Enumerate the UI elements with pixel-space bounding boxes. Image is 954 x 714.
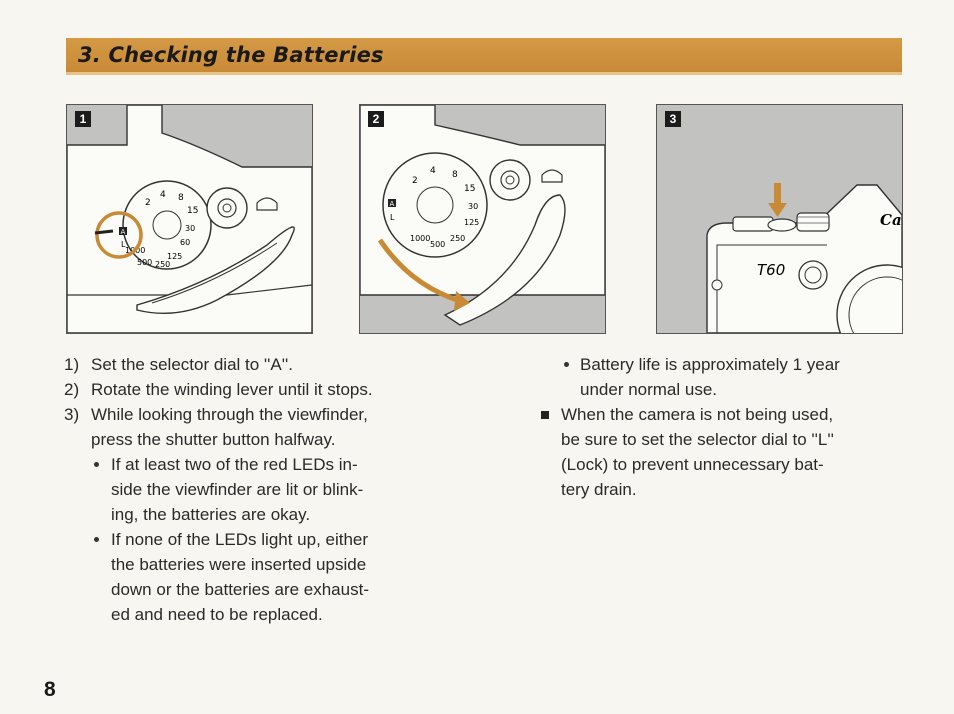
- winding-lever: [136, 226, 295, 314]
- step-1: 1) Set the selector dial to ''A''.: [64, 355, 293, 374]
- svg-text:30: 30: [185, 224, 195, 233]
- press-arrow: [774, 183, 781, 205]
- svg-text:2: 2: [145, 198, 151, 208]
- svg-text:2: 2: [412, 176, 418, 186]
- svg-text:15: 15: [187, 206, 198, 216]
- bullet-leds-ok: If at least two of the red LEDs in- side…: [64, 452, 444, 527]
- svg-text:A: A: [390, 200, 395, 208]
- instructions-right-column: Battery life is approximately 1 year und…: [536, 352, 906, 502]
- camera-top-illustration: 2 4 8 15 30 60 125 250 500 1000 A L: [67, 105, 312, 333]
- section-title: 3. Checking the Batteries: [78, 43, 384, 67]
- svg-text:15: 15: [464, 184, 475, 194]
- step-2: 2) Rotate the winding lever until it sto…: [64, 380, 373, 399]
- figure-2: 2 2 4 8 15 30 125 250 500 1000 A L: [359, 104, 606, 334]
- svg-text:500: 500: [137, 258, 152, 267]
- svg-text:30: 30: [468, 202, 478, 211]
- figure-number: 1: [75, 111, 91, 127]
- svg-text:A: A: [121, 228, 126, 236]
- bullet-leds-off: If none of the LEDs light up, either the…: [64, 527, 444, 627]
- figure-number: 3: [665, 111, 681, 127]
- svg-text:500: 500: [430, 240, 445, 249]
- step-3: 3) While looking through the viewfinder,…: [64, 405, 368, 449]
- bullet-dot: [564, 362, 569, 367]
- highlight-circle: [95, 211, 143, 259]
- figure-1: 1 2 4 8 15 30 60 125 250 500 1000 A L: [66, 104, 313, 334]
- shutter-button: [767, 218, 797, 232]
- section-header-bar: 3. Checking the Batteries: [66, 38, 902, 75]
- svg-text:8: 8: [178, 193, 184, 203]
- shutter-button: [206, 187, 248, 229]
- svg-text:250: 250: [450, 234, 465, 243]
- rotate-arrow: [377, 238, 461, 304]
- svg-text:L: L: [390, 213, 395, 222]
- svg-text:125: 125: [464, 218, 479, 227]
- svg-text:4: 4: [160, 190, 166, 200]
- svg-text:4: 4: [430, 166, 436, 176]
- winding-lever: [443, 194, 566, 326]
- bullet-dot: [94, 537, 99, 542]
- svg-text:L: L: [121, 240, 126, 249]
- figure-3: 3 Ca T60: [656, 104, 903, 334]
- figure-number: 2: [368, 111, 384, 127]
- selector-dial: 2 4 8 15 30 125 250 500 1000 A L: [382, 152, 488, 258]
- bullet-battery-life: Battery life is approximately 1 year und…: [536, 352, 906, 402]
- shutter-button: [489, 159, 531, 201]
- square-bullet: [541, 411, 549, 419]
- svg-text:8: 8: [452, 170, 458, 180]
- svg-text:125: 125: [167, 252, 182, 261]
- svg-text:250: 250: [155, 260, 170, 269]
- svg-text:Ca: Ca: [880, 211, 902, 229]
- page-number: 8: [44, 678, 56, 701]
- svg-text:T60: T60: [757, 261, 785, 279]
- camera-front-illustration: Ca T60: [657, 105, 902, 333]
- bullet-dot: [94, 462, 99, 467]
- svg-text:1000: 1000: [410, 234, 430, 243]
- selector-dial: 2 4 8 15 30 60 125 250 500 1000 A L: [119, 180, 212, 270]
- note-lock-dial: When the camera is not being used, be su…: [536, 402, 906, 502]
- camera-top-illustration: 2 4 8 15 30 125 250 500 1000 A L: [360, 105, 605, 333]
- svg-text:60: 60: [180, 238, 190, 247]
- instructions-left-column: 1) Set the selector dial to ''A''. 2) Ro…: [64, 352, 444, 627]
